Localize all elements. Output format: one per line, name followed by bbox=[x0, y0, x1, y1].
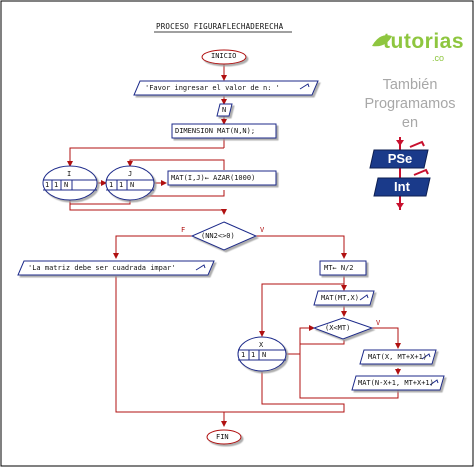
tagline-line-2: Programamos bbox=[364, 96, 456, 112]
brand-logo-suffix: .co bbox=[432, 53, 445, 63]
output-arrow-icon bbox=[299, 83, 310, 90]
loop-x-step: 1 bbox=[251, 351, 256, 359]
assign-mt-label: MT← N/2 bbox=[324, 264, 354, 272]
read-n-label: N bbox=[222, 106, 227, 114]
loop-j-shape bbox=[105, 165, 155, 201]
x-true-label: V bbox=[376, 319, 381, 327]
pseint-badge-pse: PSe bbox=[387, 151, 413, 166]
start-terminal bbox=[201, 49, 247, 65]
read-n-shape bbox=[216, 103, 233, 117]
parity-decision bbox=[190, 221, 258, 251]
loop-j-to: N bbox=[130, 181, 135, 189]
loop-i-to: N bbox=[64, 181, 69, 189]
loop-i-from: 1 bbox=[45, 181, 50, 189]
false-branch-label: F bbox=[181, 226, 186, 234]
leaf-icon bbox=[372, 35, 392, 47]
loop-j-from: 1 bbox=[109, 181, 114, 189]
end-terminal bbox=[206, 429, 242, 445]
prompt-output-shape bbox=[133, 80, 319, 96]
loop-x-shape bbox=[237, 336, 287, 372]
error-output-shape bbox=[17, 260, 215, 276]
brand-logo-text: tutorias bbox=[383, 30, 465, 53]
loop-j-step: 1 bbox=[119, 181, 124, 189]
pseint-badge-int: Int bbox=[394, 179, 410, 194]
start-label: INICIO bbox=[211, 52, 237, 60]
loop-i-step: 1 bbox=[54, 181, 59, 189]
tagline-line-1: También bbox=[382, 77, 438, 93]
prompt-label: 'Favor ingresar el valor de n: ' bbox=[145, 84, 280, 92]
loop-x-var: X bbox=[259, 341, 264, 349]
output-2-label: MAT(N-X+1, MT+X+1) bbox=[358, 379, 434, 387]
output-2-shape bbox=[351, 375, 445, 391]
parity-condition-label: (NN2<>0) bbox=[201, 232, 235, 240]
x-condition-label: (X<MT) bbox=[325, 324, 351, 332]
dimension-label: DIMENSION MAT(N,N); bbox=[175, 127, 256, 135]
loop-x-to: N bbox=[262, 351, 267, 359]
error-message-label: 'La matriz debe ser cuadrada impar' bbox=[28, 264, 176, 272]
loop-j-var: J bbox=[128, 170, 133, 178]
assign-random-label: MAT(I,J)← AZAR(1000) bbox=[171, 174, 256, 182]
dimension-process bbox=[171, 123, 277, 139]
output-arrow-icon bbox=[195, 264, 206, 271]
x-decision bbox=[312, 317, 374, 340]
loop-x-from: 1 bbox=[241, 351, 246, 359]
output-mt-label: MAT(MT,X) bbox=[321, 294, 359, 302]
output-arrow-icon bbox=[429, 379, 439, 386]
output-1-label: MAT(X, MT+X+1) bbox=[368, 353, 428, 361]
assign-mt-process bbox=[319, 260, 367, 276]
output-1-shape bbox=[359, 349, 437, 365]
assign-random-process bbox=[167, 170, 277, 186]
true-branch-label: V bbox=[260, 226, 265, 234]
end-label: FIN bbox=[216, 433, 229, 441]
loop-i-var: I bbox=[67, 170, 72, 178]
flow-lines bbox=[67, 64, 401, 427]
tagline-line-3: en bbox=[401, 115, 419, 131]
loop-i-shape bbox=[42, 165, 98, 201]
output-mt-shape bbox=[313, 290, 375, 306]
pseint-logo bbox=[369, 137, 431, 210]
output-arrow-icon bbox=[359, 294, 369, 301]
diagram-title: PROCESO FIGURAFLECHADERECHA bbox=[156, 22, 284, 31]
output-arrow-icon bbox=[421, 353, 431, 360]
